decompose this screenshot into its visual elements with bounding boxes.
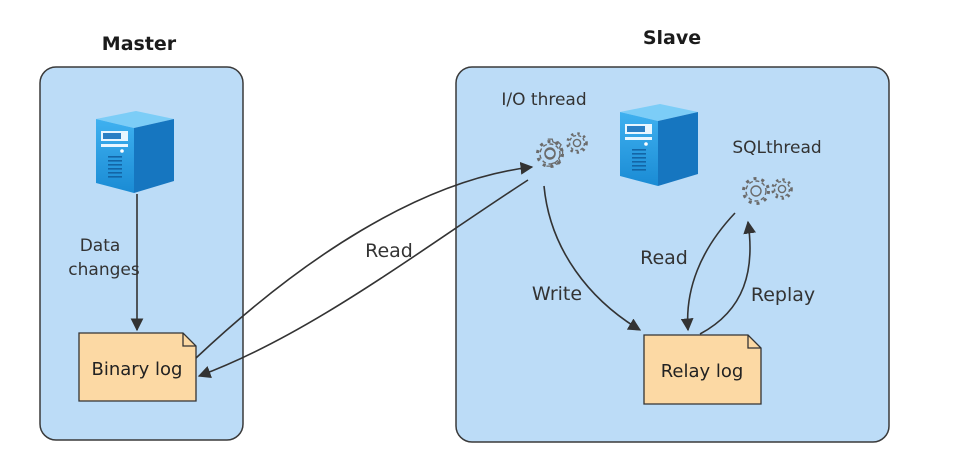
sql-thread-label: SQLthread — [732, 138, 821, 158]
relay-read-label: Read — [640, 247, 688, 269]
data-changes-label-bg — [70, 232, 136, 280]
read-response-arrow — [197, 179, 529, 379]
relay-log-document — [643, 334, 762, 405]
replay-label: Replay — [751, 284, 815, 306]
data-changes-label-line2: changes — [68, 260, 140, 280]
binary-log-document — [78, 332, 197, 402]
read-request-arrow — [195, 161, 534, 359]
relay-read-arrow — [680, 212, 736, 332]
gear-icon — [742, 177, 793, 205]
read-label: Read — [365, 240, 413, 262]
server-icon — [620, 104, 698, 186]
binary-log-label: Binary log — [91, 359, 182, 380]
relay-log-label: Relay log — [661, 361, 744, 382]
write-label: Write — [532, 283, 582, 305]
master-title: Master — [102, 33, 177, 55]
data-changes-label-line1: Data — [80, 236, 121, 256]
slave-title: Slave — [643, 27, 701, 49]
slave-panel — [455, 66, 890, 443]
replay-arrow — [699, 220, 756, 335]
write-arrow — [543, 185, 642, 331]
server-icon — [96, 111, 174, 193]
io-thread-label: I/O thread — [501, 90, 586, 110]
gear-icon — [536, 132, 588, 168]
